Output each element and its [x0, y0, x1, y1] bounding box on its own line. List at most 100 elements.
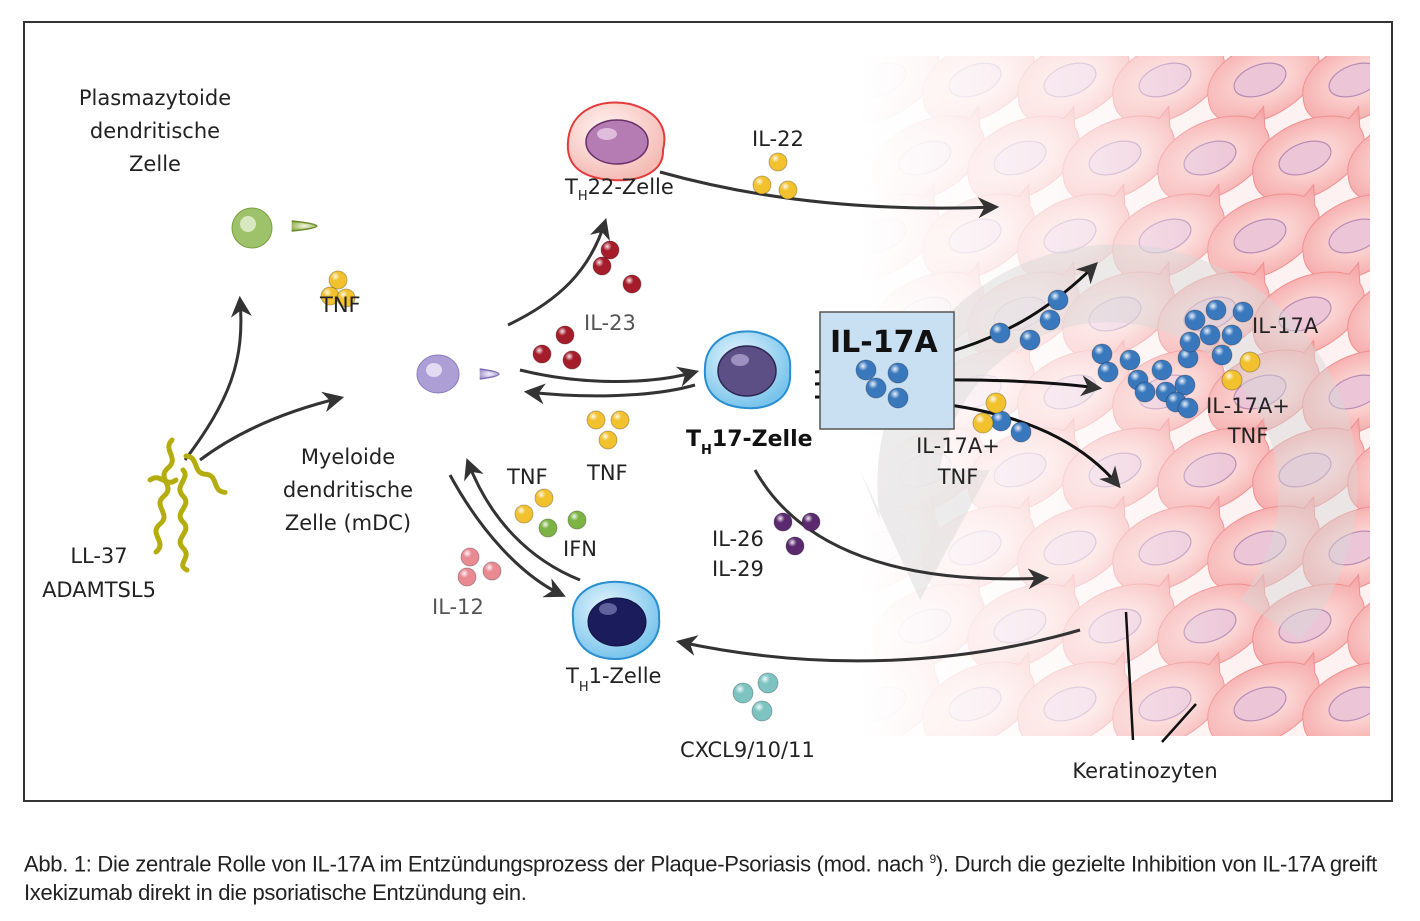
il17a-particle: [1019, 329, 1041, 351]
il17a-particle: [1010, 421, 1032, 443]
il17a-particle: [865, 377, 887, 399]
th22-cell: [566, 101, 666, 182]
tnf-particle: [514, 504, 534, 524]
caption-text-start: Abb. 1: Die zentrale Rolle von IL-17A im…: [24, 851, 930, 877]
il17a-particle: [855, 359, 877, 381]
th1-cell: [571, 580, 661, 661]
il26-particle: [785, 536, 805, 556]
tnf-particle: [320, 286, 340, 306]
il17a-tnf-mid-line2: TNF: [937, 465, 979, 489]
tnf-particle: [1221, 369, 1243, 391]
il17a-box: [819, 311, 955, 430]
ll37-label: LL-37: [70, 544, 127, 568]
il17a-particle: [1221, 324, 1243, 346]
arrows: [183, 170, 1081, 663]
arrow-ll37-to-mdc: [199, 391, 345, 462]
il23-label: IL-23: [584, 311, 636, 335]
mdc-label-line2: dendritische: [283, 478, 413, 502]
th17-label: TH17-Zelle: [686, 427, 813, 458]
il17a-box-label: IL-17A: [830, 325, 938, 360]
il17a-particle: [1205, 299, 1227, 321]
il12-particle: [482, 561, 502, 581]
arrow-th1-to-mdc: [464, 458, 581, 582]
th1-label: TH1-Zelle: [565, 664, 661, 695]
il17a-particle: [1177, 397, 1199, 419]
tnf-particle: [610, 410, 630, 430]
adamtsl5-label: ADAMTSL5: [42, 578, 156, 602]
il17a-particle: [1174, 374, 1196, 396]
il12-label: IL-12: [432, 595, 484, 619]
tnf-particle: [985, 392, 1007, 414]
il17a-particle: [1184, 309, 1206, 331]
il23-particle: [532, 344, 552, 364]
il12-particle: [457, 567, 477, 587]
il17a-tnf-mid-line1: IL-17A+: [916, 434, 1000, 458]
il17a-particle: [887, 362, 909, 384]
myeloid-dendritic-cell: [416, 354, 500, 394]
il17a-particle: [1119, 349, 1141, 371]
tnf-label-pdc: TNF: [319, 293, 361, 317]
il17a-particle: [1211, 344, 1233, 366]
il17a-particle: [1199, 324, 1221, 346]
il17a-right-label: IL-17A: [1252, 314, 1319, 338]
keratinocyte-pointer-lines: [1124, 611, 1197, 743]
tnf-label-th17: TNF: [586, 461, 628, 485]
tnf-particle: [534, 488, 554, 508]
cxcl-particle: [732, 682, 754, 704]
figure-caption: Abb. 1: Die zentrale Rolle von IL-17A im…: [24, 845, 1404, 907]
cxcl-particle: [751, 700, 773, 722]
il17a-tnf-right-line2: TNF: [1227, 424, 1269, 448]
caption-text-end: ). Durch die gezielte Inhibition von IL-…: [24, 851, 1377, 906]
il17a-particle: [990, 410, 1012, 432]
il23-particle: [562, 350, 582, 370]
plasmacytoid-dendritic-cell: [231, 207, 318, 249]
th17-cell: [703, 330, 792, 410]
il17a-particle: [1134, 381, 1156, 403]
il29-label: IL-29: [712, 557, 764, 581]
ifn-label: IFN: [563, 537, 597, 561]
tnf-particle: [1239, 351, 1261, 373]
il17a-particle: [989, 322, 1011, 344]
tnf-particle: [586, 410, 606, 430]
arrow-th17-to-skin-low: [753, 469, 1050, 590]
tnf-particle: [336, 288, 356, 308]
il12-particle: [460, 547, 480, 567]
il22-particle: [768, 152, 788, 172]
il22-label: IL-22: [752, 127, 804, 151]
caption-reference: 9: [929, 852, 936, 866]
arrow-mdc-to-th1: [448, 474, 566, 598]
arrow-th17-to-mdc: [523, 383, 696, 405]
il17a-particle: [1232, 301, 1254, 323]
ifn-particle: [538, 518, 558, 538]
cxcl-label: CXCL9/10/11: [680, 738, 815, 762]
th22-label: TH22-Zelle: [564, 175, 674, 204]
arrow-mdc-to-th17: [519, 366, 700, 387]
il17a-particle: [887, 387, 909, 409]
pdc-label-line3: Zelle: [129, 152, 181, 176]
il17a-particle: [1177, 347, 1199, 369]
il17a-particle: [1165, 391, 1187, 413]
tnf-label-th1: TNF: [506, 465, 548, 489]
arrow-ll37-to-pdc: [183, 295, 252, 461]
mdc-label-line3: Zelle (mDC): [285, 511, 411, 535]
il17a-particle: [1091, 343, 1113, 365]
il23-particle: [592, 256, 612, 276]
il22-particle: [752, 175, 772, 195]
il17a-particle: [1179, 331, 1201, 353]
il23-particle: [622, 274, 642, 294]
ll37-peptides: [147, 437, 228, 573]
arrow-th22-to-skin: [659, 170, 1000, 219]
il26-label: IL-26: [712, 527, 764, 551]
tnf-particle: [328, 270, 348, 290]
il17a-particle: [1151, 359, 1173, 381]
pdc-label-line2: dendritische: [90, 119, 220, 143]
il17a-particle: [1039, 309, 1061, 331]
il17a-particle: [1097, 361, 1119, 383]
il17a-particle: [1047, 289, 1069, 311]
labels: Plasmazytoide dendritische Zelle Myeloid…: [42, 86, 1319, 783]
il26-particle: [773, 512, 793, 532]
cytokine-particles: [320, 152, 1261, 722]
arrow-skin-to-th1: [675, 628, 1081, 663]
tnf-particle: [972, 412, 994, 434]
